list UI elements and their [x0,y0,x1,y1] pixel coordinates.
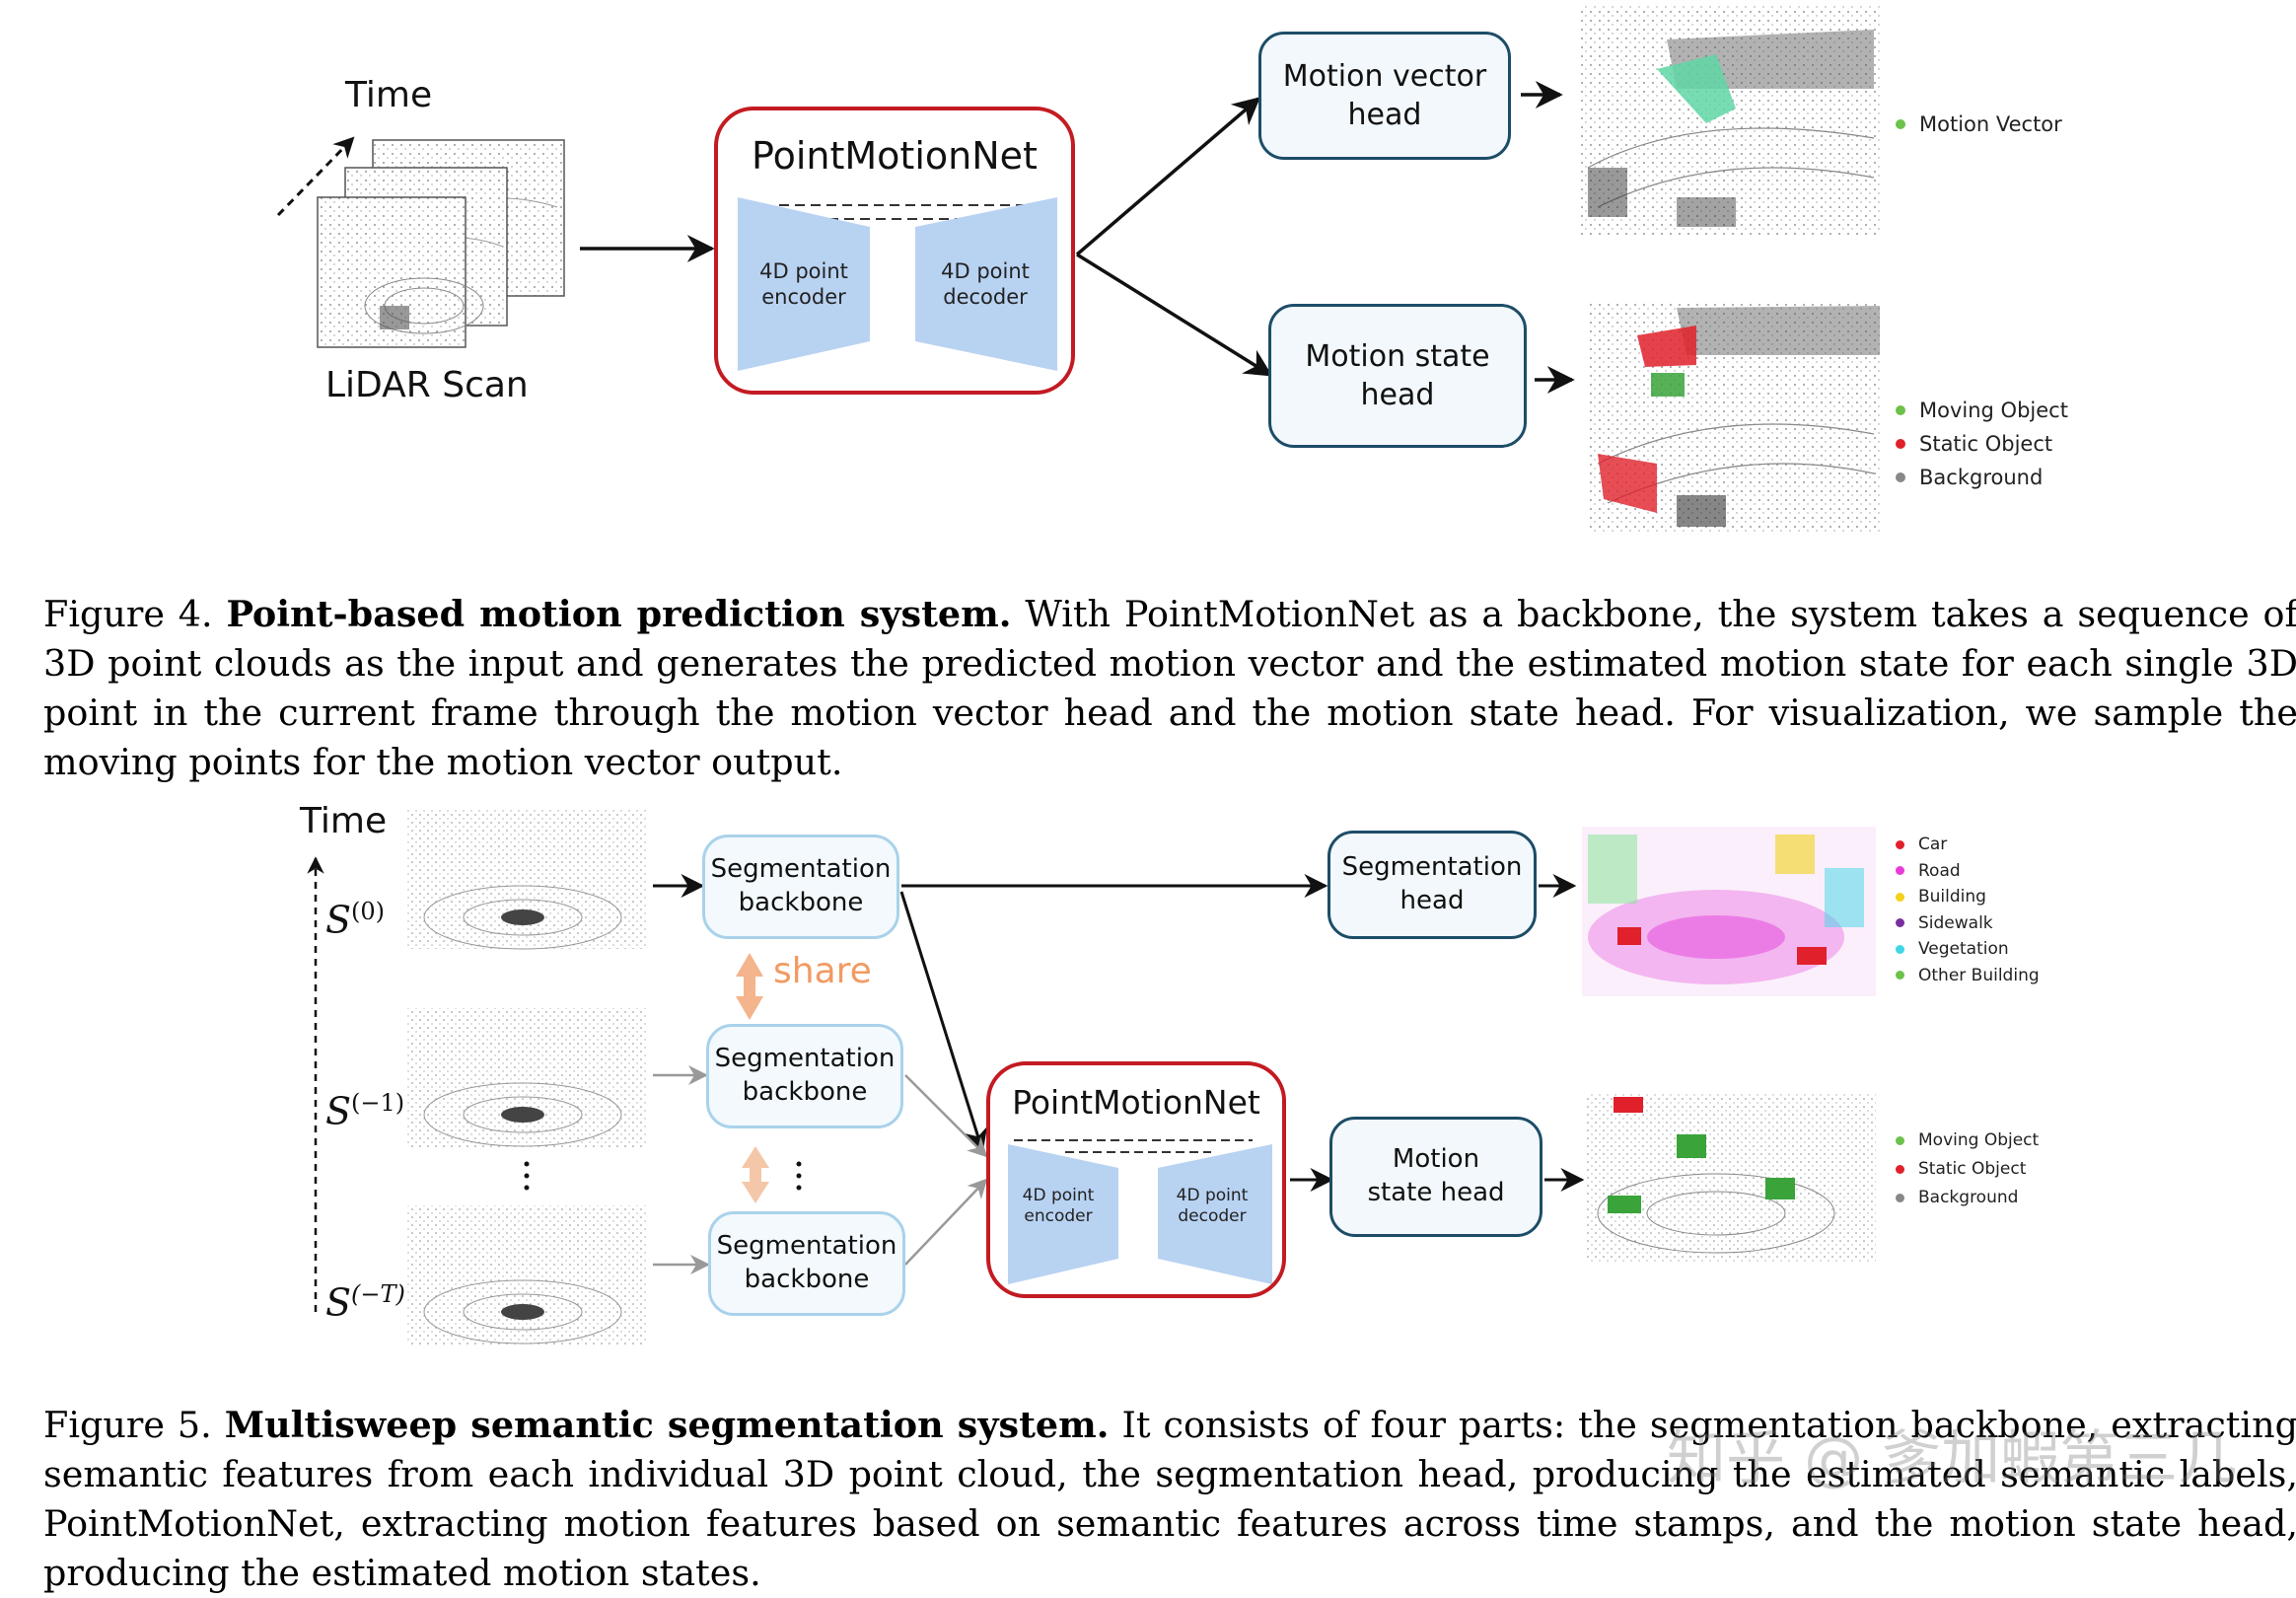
legend-label: Vegetation [1918,939,2009,959]
legend-item: Moving Object [1896,1130,2039,1150]
legend-dot [1896,839,1904,849]
fig5-share-arrow-1 [736,953,763,1020]
fig5-motion-state-head: Motion state head [1329,1117,1543,1237]
legend-item: Road [1896,861,1961,881]
legend-label: Background [1919,466,2044,489]
legend-item: Background [1896,466,2043,489]
fig4-lidar-frames [317,139,565,348]
fig5-sT: S(−T) [325,1280,405,1325]
legend-label: Car [1918,835,1948,854]
fig4-caption-prefix: Figure 4. [43,593,213,635]
fig4-pointmotionnet-box: PointMotionNet [714,107,1075,395]
fig4-motion-vector-head: Motion vector head [1258,32,1511,160]
fig5-scan-T [406,1205,647,1345]
fig5-segmentation-cloud [1582,827,1876,996]
fig5-s0-base: S [325,898,352,942]
fig5-caption-prefix: Figure 5. [43,1404,212,1446]
fig4-time-label: Time [345,75,433,115]
fig5-s0-sup: (0) [351,898,386,925]
fig5-scan-0 [406,809,647,950]
fig4-decoder-label: 4D point decoder [941,259,1030,309]
fig5-segmentation-head: Segmentation head [1327,831,1537,939]
fig4-lidar-label: LiDAR Scan [325,365,529,405]
fig5-encoder-shape [1008,1144,1118,1284]
fig5-encoder-label: 4D point encoder [1022,1186,1095,1226]
legend-label: Road [1918,860,1961,881]
fig4-caption-body: With PointMotionNet as a backbone, the s… [43,593,2296,783]
fig4-motion-vector-cloud [1578,4,1880,237]
legend-dot [1896,119,1905,129]
legend-item: Background [1896,1188,2018,1207]
legend-label: Moving Object [1918,1130,2040,1150]
fig5-decoder-label: 4D point decoder [1176,1186,1249,1226]
fig5-s0: S(0) [325,898,385,942]
fig5-decoder-shape [1158,1144,1272,1284]
legend-item: Building [1896,887,1986,907]
legend-label: Motion Vector [1919,112,2062,136]
legend-dot [1896,439,1905,449]
fig5-time-label: Time [300,801,388,841]
legend-item: Static Object [1896,432,2052,456]
legend-dot [1896,971,1904,980]
fig4-encoder-label: 4D point encoder [759,259,848,309]
legend-item: Other Building [1896,966,2040,985]
legend-item: Moving Object [1896,399,2068,422]
legend-dot [1896,472,1905,482]
fig4-pmn-title: PointMotionNet [752,134,1038,178]
fig5-arrows [307,809,1876,1345]
fig5-pointmotionnet-box: PointMotionNet [986,1061,1286,1298]
fig5-sT-base: S [325,1280,352,1325]
legend-label: Background [1918,1188,2019,1207]
fig4-arrows [276,4,1880,535]
legend-label: Static Object [1919,432,2053,456]
fig4-encoder-shape [738,197,870,371]
legend-dot [1896,866,1904,875]
fig5-segmentation-backbone-0: Segmentation backbone [702,835,899,939]
legend-dot [1896,405,1905,415]
legend-item: Motion Vector [1896,112,2062,136]
legend-item: Vegetation [1896,939,2009,959]
fig5-share-arrow-2 [742,1146,769,1203]
legend-label: Static Object [1918,1159,2027,1179]
fig5-pmn-title: PointMotionNet [1012,1083,1260,1122]
fig4-caption: Figure 4. Point-based motion prediction … [43,590,2296,787]
fig5-segmentation-backbone-T: Segmentation backbone [708,1211,905,1316]
fig5-sT-sup: (−T) [351,1280,405,1308]
legend-item: Sidewalk [1896,913,1993,933]
legend-label: Other Building [1918,965,2040,985]
legend-dot [1896,1135,1904,1145]
legend-dot [1896,892,1904,902]
watermark: 知乎 @ 爹加蝦第三几 [1667,1424,2238,1493]
legend-dot [1896,918,1904,927]
fig5-s1-base: S [325,1089,352,1133]
fig4-caption-title: Point-based motion prediction system. [226,593,1012,635]
fig5-segmentation-backbone-1: Segmentation backbone [706,1024,903,1128]
legend-item: Static Object [1896,1159,2026,1179]
fig5-s1-sup: (−1) [351,1089,405,1117]
fig4-motion-state-cloud [1588,302,1880,535]
fig4-motion-state-head: Motion state head [1268,304,1527,448]
fig5-caption-title: Multisweep semantic segmentation system. [224,1404,1110,1446]
legend-dot [1896,1193,1904,1202]
legend-label: Moving Object [1919,399,2068,422]
legend-label: Sidewalk [1918,912,1993,933]
fig5-share-label: share [773,951,872,991]
legend-dot [1896,1164,1904,1174]
fig5-s1: S(−1) [325,1089,404,1133]
fig5-motion-state-cloud [1586,1093,1876,1263]
legend-dot [1896,944,1904,954]
fig5-scan-1 [406,1008,647,1148]
fig4-time-arrow [276,136,355,217]
legend-item: Car [1896,835,1947,854]
legend-label: Building [1918,887,1986,907]
fig4-decoder-shape [915,197,1057,371]
